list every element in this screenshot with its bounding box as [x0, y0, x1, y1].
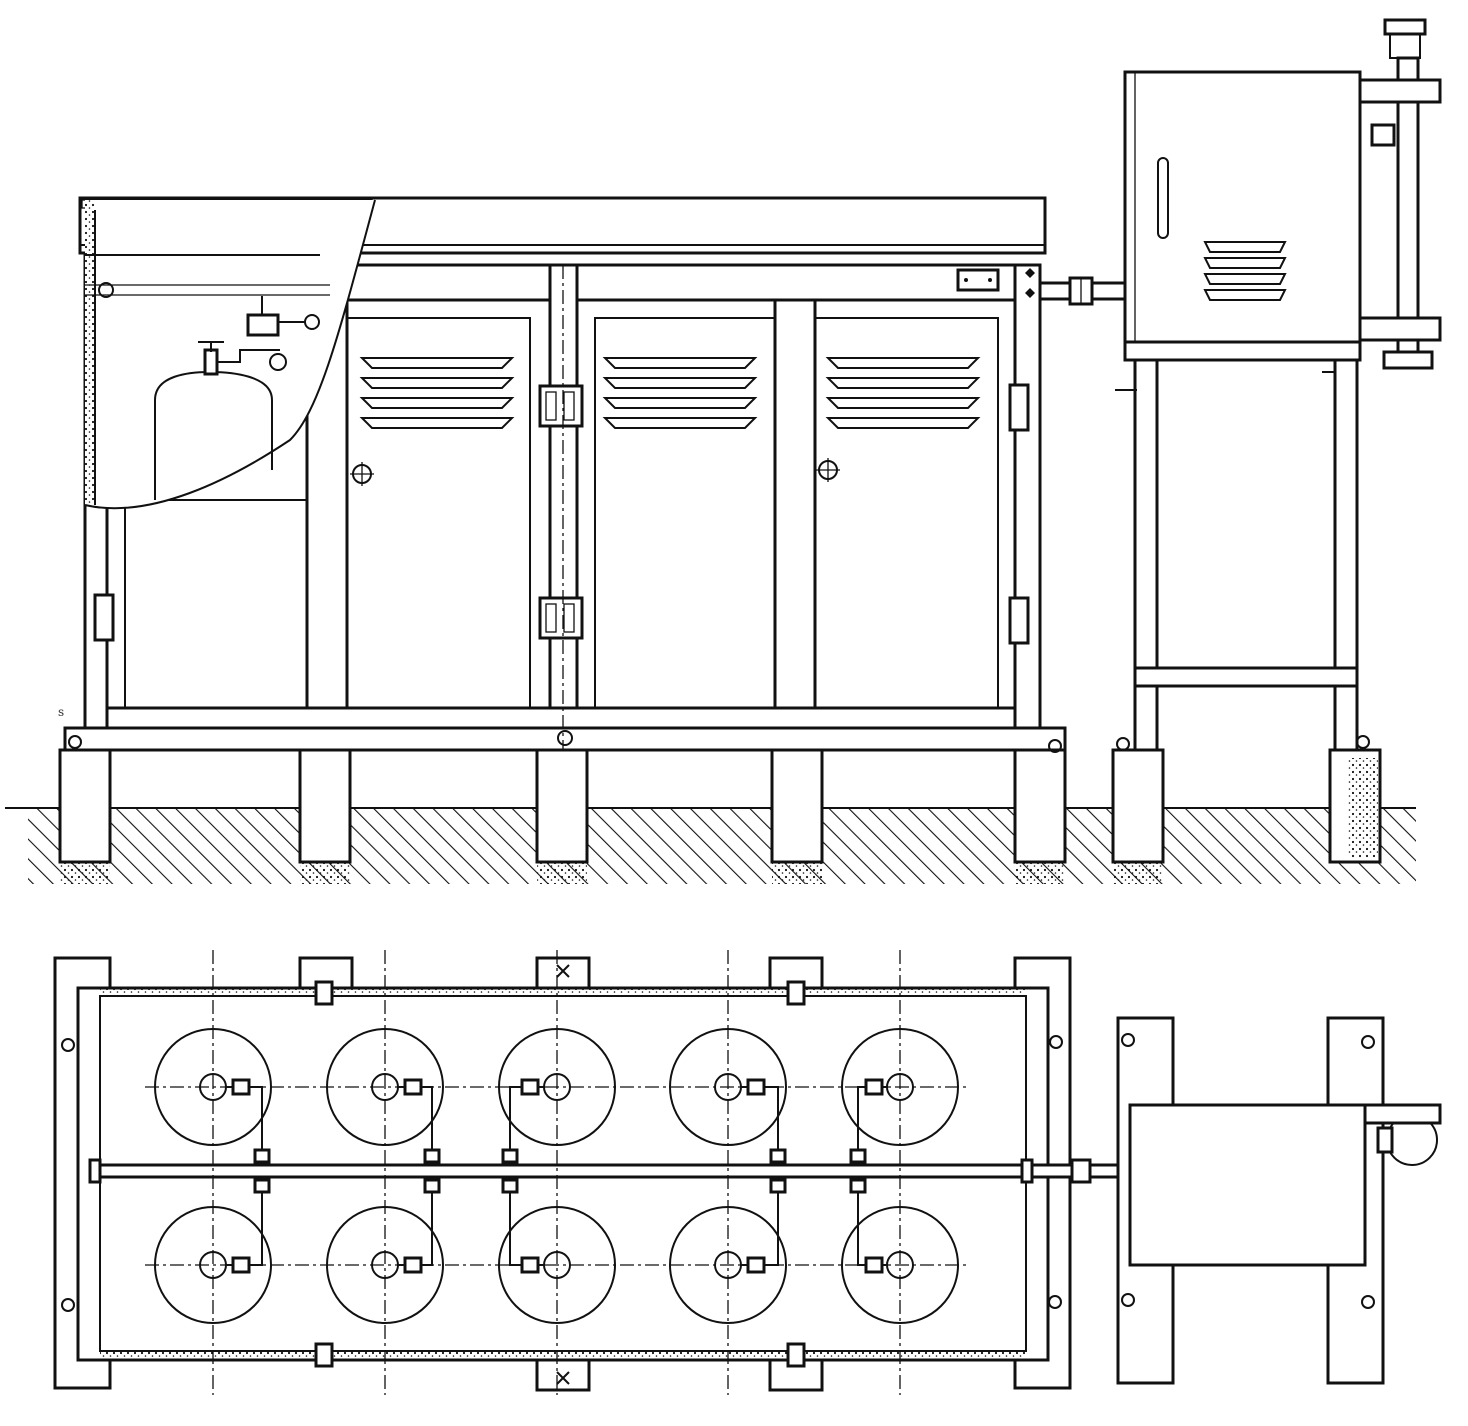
door-hardware — [93, 265, 1035, 750]
cabinet-louvers — [361, 357, 979, 429]
elevation-view: s — [5, 18, 1442, 884]
gas-cylinders-plan — [154, 1028, 959, 1324]
pigtail-connectors — [226, 1078, 887, 1274]
plan-view — [53, 950, 1442, 1395]
connecting-pipe — [1038, 276, 1132, 306]
heater-unit — [1115, 18, 1442, 752]
heater-unit-plan — [1116, 1016, 1442, 1385]
ground-hatching — [5, 807, 1416, 884]
stray-mark: s — [58, 705, 64, 719]
cutaway-section — [84, 199, 376, 510]
plan-centerlines — [145, 950, 970, 1395]
